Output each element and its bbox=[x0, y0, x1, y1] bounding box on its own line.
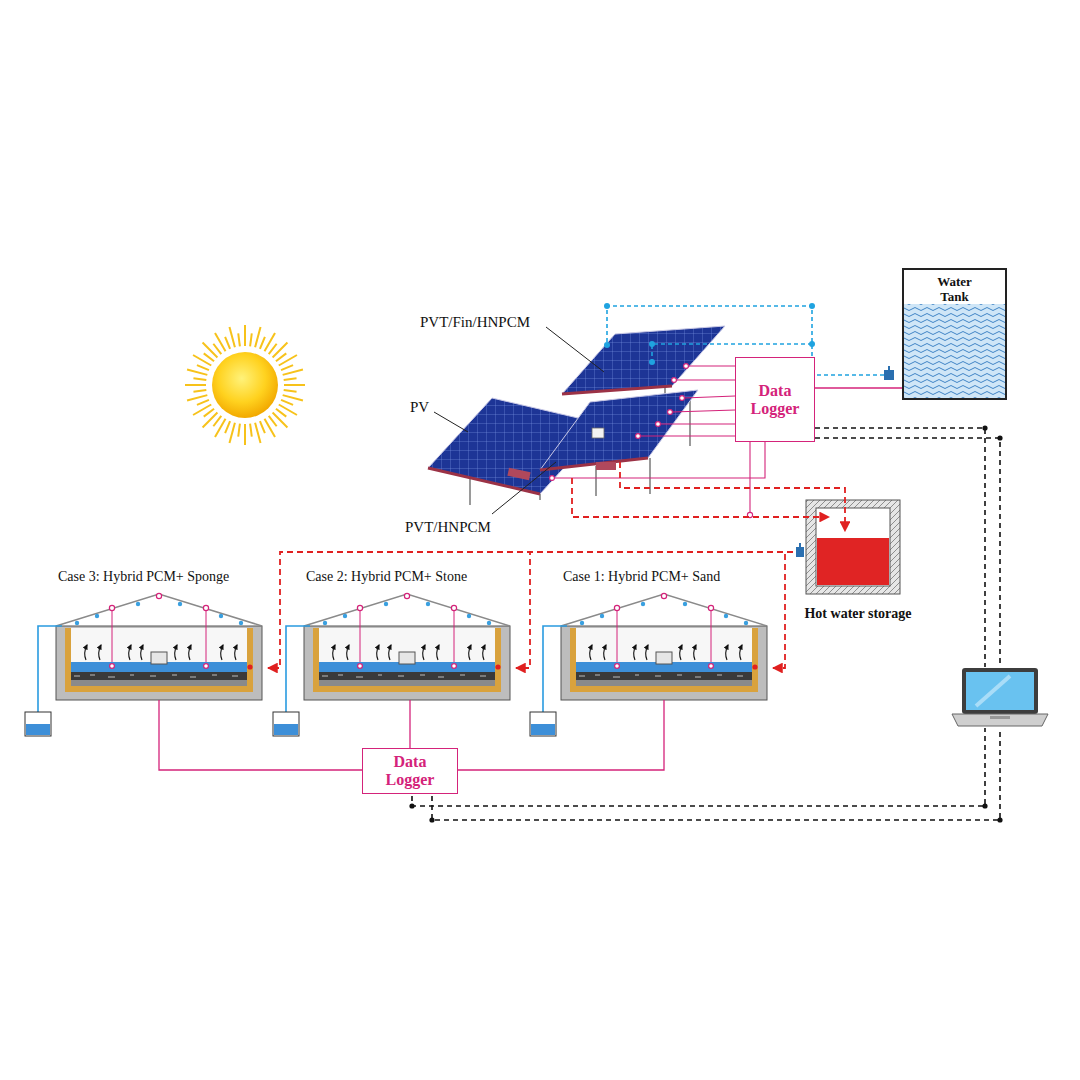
data-cables bbox=[412, 428, 1000, 820]
sensor-wire bbox=[815, 387, 902, 389]
leader-lines bbox=[434, 327, 604, 514]
sensor-wire bbox=[409, 700, 410, 748]
sun-icon bbox=[185, 325, 305, 445]
sensor-wire bbox=[458, 700, 664, 770]
hot-water-tank bbox=[796, 500, 900, 594]
part-label: PV bbox=[410, 399, 429, 416]
case-heading: Case 2: Hybrid PCM+ Stone bbox=[306, 569, 467, 586]
cable-joints bbox=[409, 425, 1002, 822]
case-heading: Case 3: Hybrid PCM+ Sponge bbox=[58, 569, 229, 586]
part-label: PVT/HNPCM bbox=[405, 519, 491, 536]
case-heading: Case 1: Hybrid PCM+ Sand bbox=[563, 569, 720, 586]
still-case: Case 1: Hybrid PCM+ Sand bbox=[555, 568, 773, 700]
data-logger: Data Logger bbox=[362, 748, 458, 794]
water-tank: Water Tank bbox=[902, 268, 1007, 400]
still-case: Case 2: Hybrid PCM+ Stone bbox=[298, 568, 516, 700]
storage-label: Hot water storage bbox=[804, 606, 911, 622]
hot-water-pipe bbox=[516, 552, 793, 668]
hot-water-pipe bbox=[773, 552, 793, 668]
sensor-wire bbox=[159, 700, 362, 770]
solar-still bbox=[25, 593, 262, 736]
solar-still bbox=[273, 593, 510, 736]
hot-water-pipes bbox=[572, 462, 845, 530]
sensor-dots bbox=[550, 364, 753, 518]
hot-water-pipe bbox=[268, 552, 793, 668]
part-label: PVT/Fin/HNPCM bbox=[420, 314, 530, 331]
still-case: Case 3: Hybrid PCM+ Sponge bbox=[50, 568, 268, 700]
tank-label: Water Tank bbox=[925, 275, 985, 305]
laptop-icon bbox=[952, 668, 1048, 726]
hot-water-storage: Hot water storage bbox=[793, 496, 923, 624]
sensor-wires bbox=[552, 366, 765, 515]
data-logger: Data Logger bbox=[735, 357, 815, 442]
solar-still bbox=[530, 593, 767, 736]
logger-label: Data Logger bbox=[743, 382, 807, 417]
logger-label: Data Logger bbox=[378, 753, 442, 788]
